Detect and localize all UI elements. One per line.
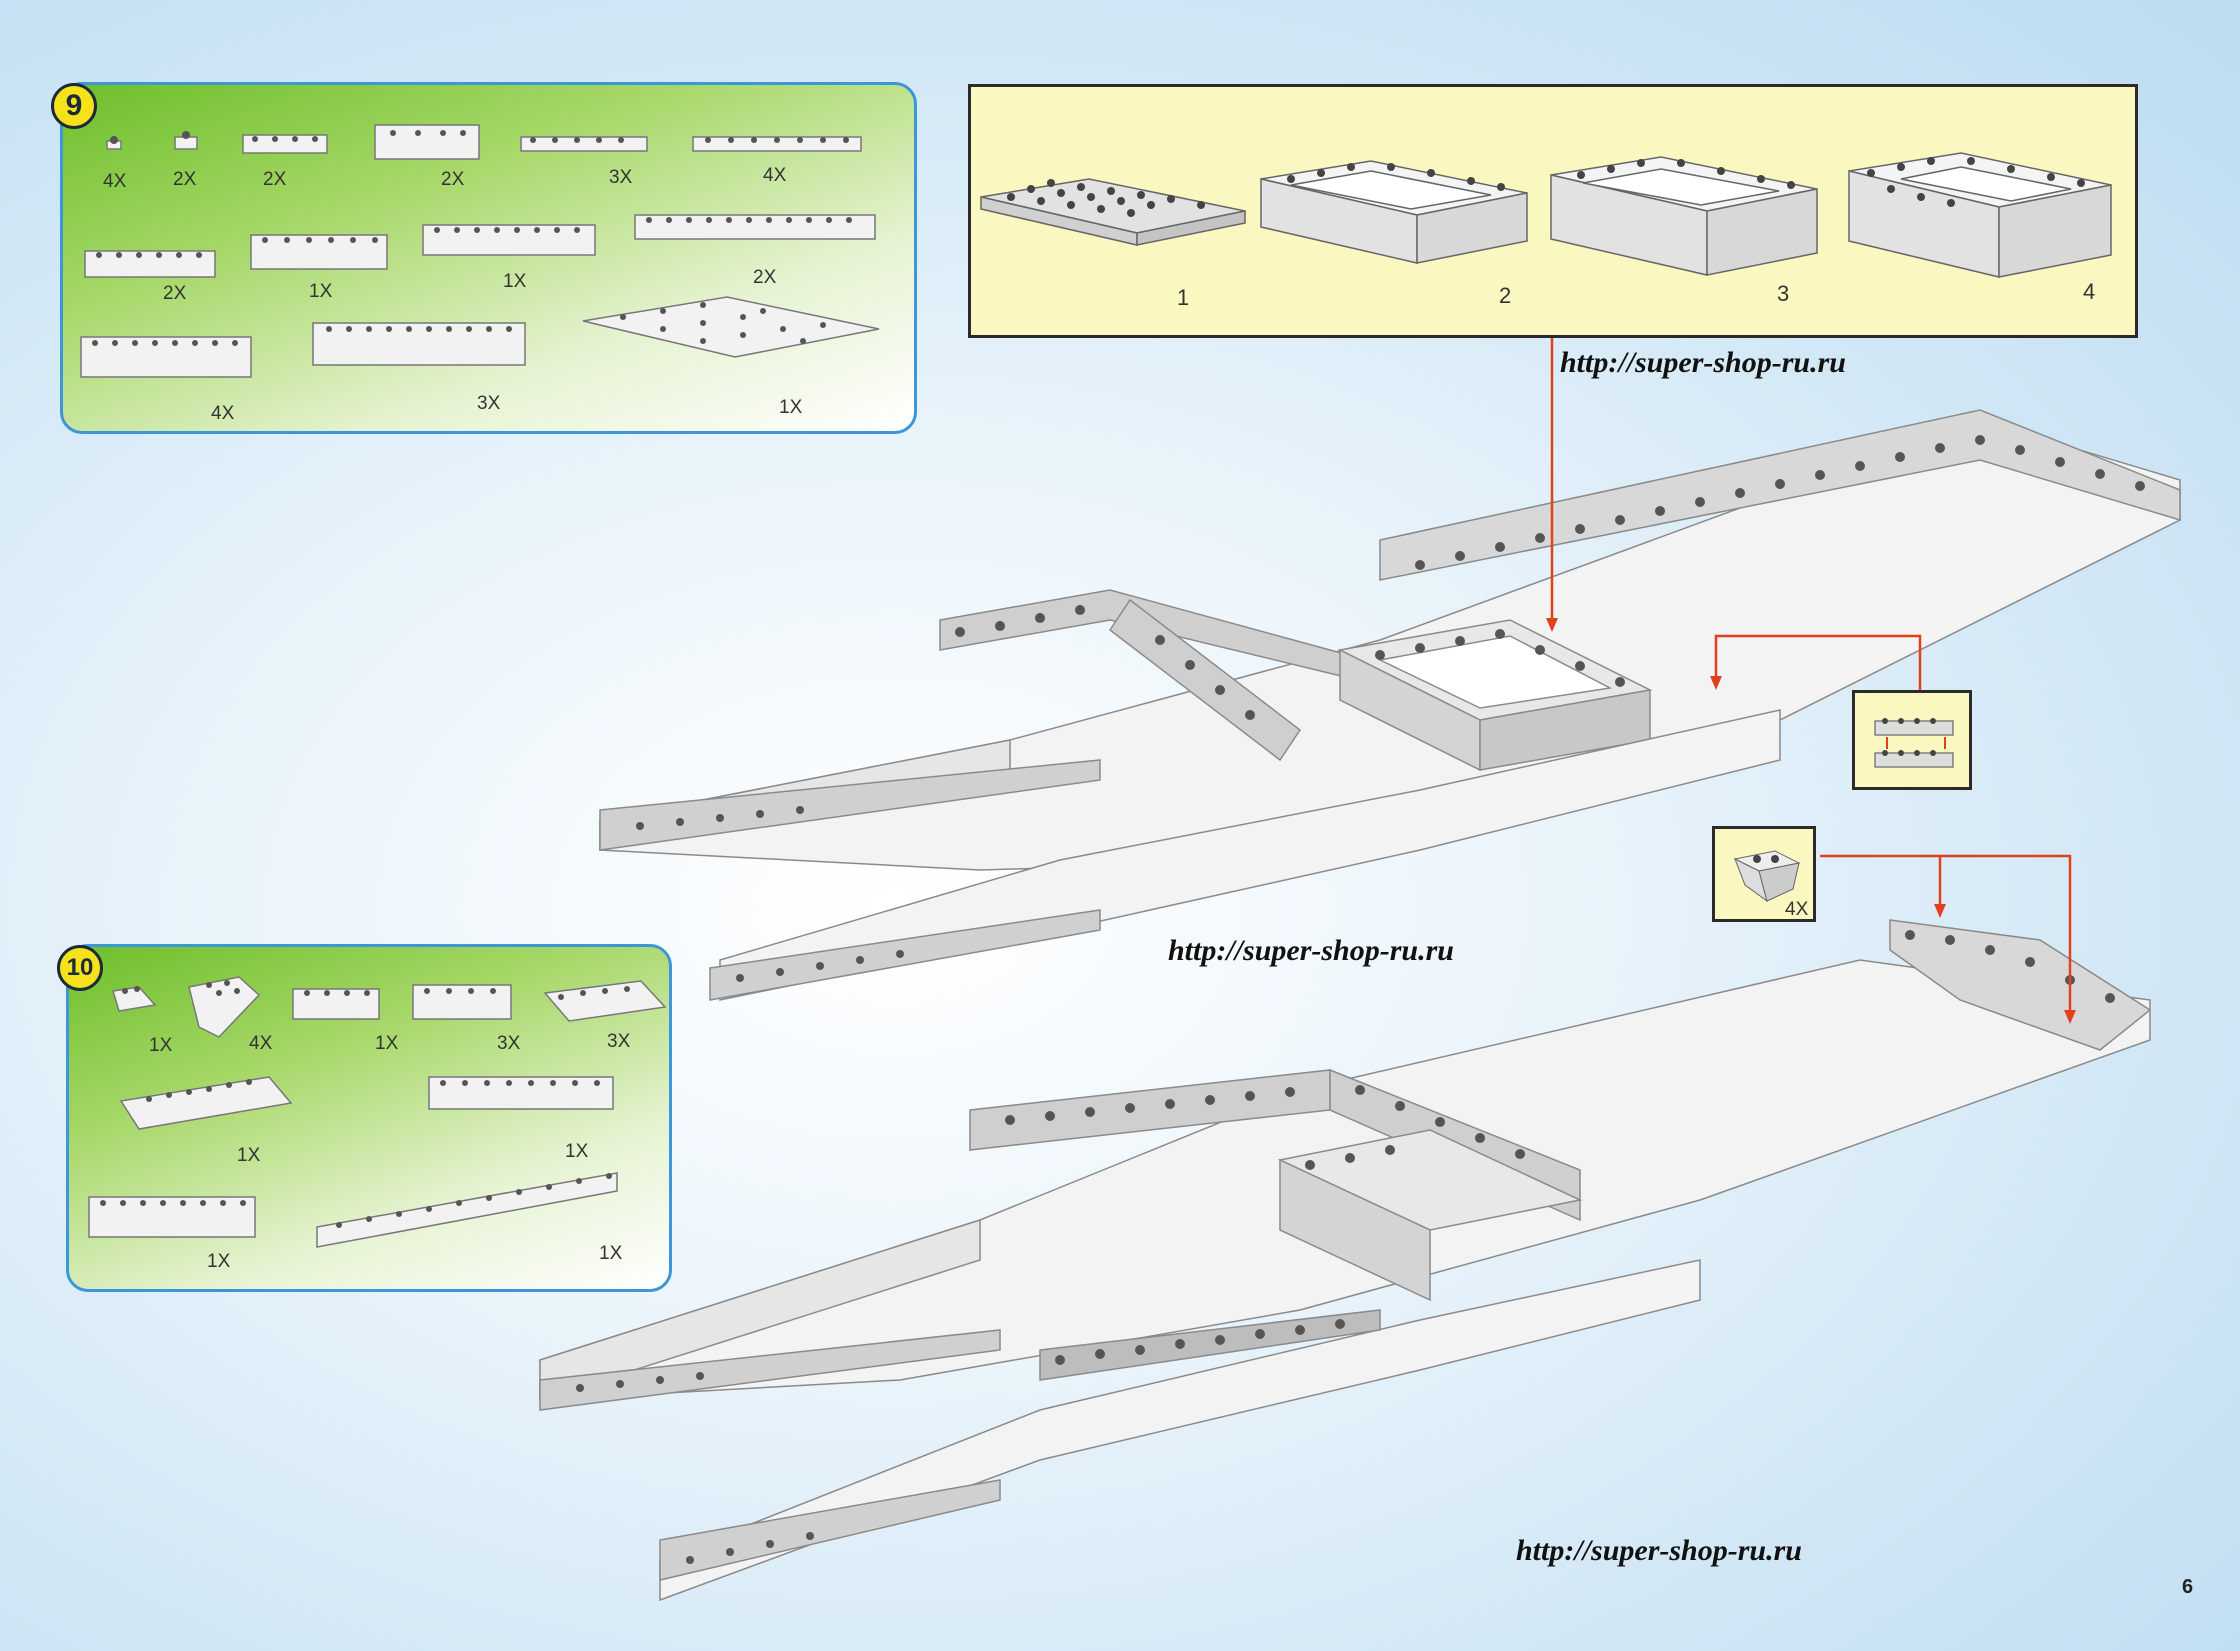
part-brick-1x8-b (428, 1076, 614, 1110)
subassembly-drawings (980, 152, 2112, 278)
slope-brick-callout: 4X (1712, 826, 1816, 922)
step-10-qty-5: 3X (607, 1031, 631, 1052)
brick-pair-callout (1852, 690, 1972, 790)
arrow-bricks-to-hull (1714, 634, 1922, 690)
part-slope-1x8 (119, 1076, 293, 1130)
page-number: 6 (2182, 1576, 2194, 1598)
step-9-qty-2: 2X (173, 169, 197, 190)
part-brick-1x6-a (84, 250, 216, 278)
step-9-qty-4: 2X (441, 169, 465, 190)
slope-brick-qty: 4X (1785, 899, 1809, 920)
step-10-qty-3: 1X (375, 1033, 399, 1054)
subassembly-callout: 1 2 3 4 (968, 84, 2138, 338)
step-10-parts-panel: 10 1X 4X 1X 3X 3X 1X 1X 1X 1X (57, 944, 672, 1292)
step-10-badge: 10 (57, 945, 103, 991)
part-brick-1x4-a (242, 134, 328, 154)
part-slope-inverted (188, 976, 261, 1038)
step-9-qty-3: 2X (263, 169, 287, 190)
step-10-qty-6: 1X (237, 1145, 261, 1166)
step-10-qty-9: 1X (599, 1243, 623, 1264)
step-9-qty-9: 1X (503, 271, 527, 292)
step-10-parts-drawing (88, 976, 667, 1248)
brick-pair-drawing (1874, 718, 1954, 768)
slope-brick-drawing (1733, 850, 1801, 903)
subassembly-step-2: 2 (1499, 283, 1512, 308)
step-10-qty-2: 4X (249, 1033, 273, 1054)
subassembly-step-3: 3 (1777, 281, 1790, 306)
step-9-badge: 9 (51, 83, 97, 129)
part-brick-1x8 (422, 224, 596, 256)
subassembly-step-1: 1 (1177, 285, 1190, 310)
watermark-url-3: http://super-shop-ru.ru (1516, 1534, 1802, 1567)
parts-row-1 (80, 124, 880, 378)
step-9-qty-5: 3X (609, 167, 633, 188)
part-brick-2x8-b (88, 1196, 256, 1238)
watermark-url-1: http://super-shop-ru.ru (1560, 346, 1846, 379)
step-10-qty-8: 1X (207, 1251, 231, 1272)
step-10-qty-1: 1X (149, 1035, 173, 1056)
step-10-qty-7: 1X (565, 1141, 589, 1162)
part-slope-2x4 (543, 980, 667, 1022)
step-9-qty-8: 1X (309, 281, 333, 302)
step-9-qty-6: 4X (763, 165, 787, 186)
part-brick-1x6-b (250, 234, 388, 270)
step-9-qty-1: 4X (103, 171, 127, 192)
part-plate-1x12 (634, 214, 876, 240)
step-9-qty-7: 2X (163, 283, 187, 304)
subassembly-step-4: 4 (2083, 279, 2096, 304)
arrow-slope-to-bow (1820, 854, 2072, 1014)
part-brick-2x8 (80, 336, 252, 378)
watermark-url-2: http://super-shop-ru.ru (1168, 934, 1454, 967)
step-9-qty-12: 3X (477, 393, 501, 414)
step-9-qty-11: 4X (211, 403, 235, 424)
step-9-parts-panel: 9 (51, 82, 917, 434)
step-9-qty-13: 1X (779, 397, 803, 418)
step-9-qty-10: 2X (753, 267, 777, 288)
step-10-qty-4: 3X (497, 1033, 521, 1054)
